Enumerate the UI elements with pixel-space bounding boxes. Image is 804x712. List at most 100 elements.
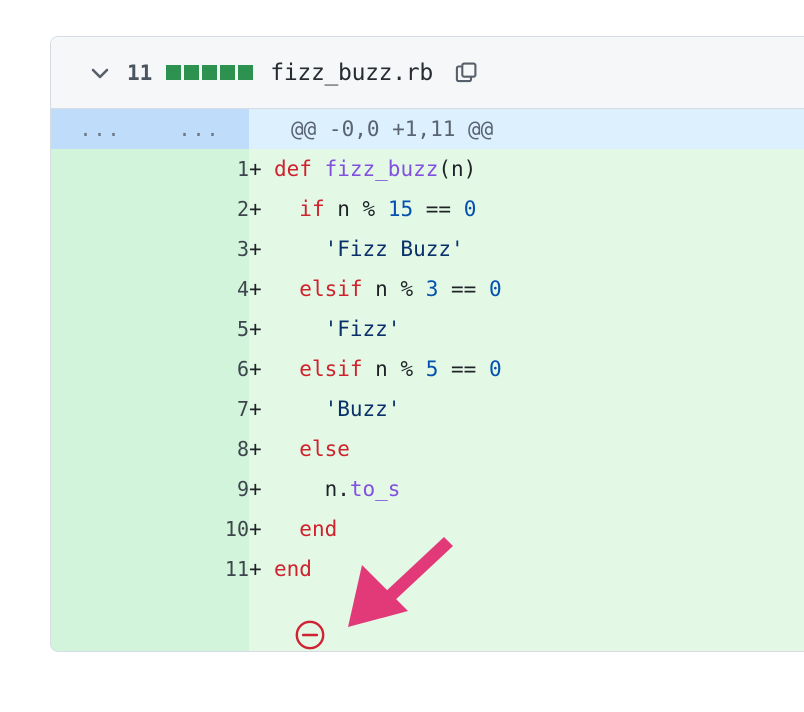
code-token: end	[274, 557, 312, 581]
line-number-old[interactable]	[51, 189, 150, 229]
chevron-down-icon[interactable]	[85, 58, 115, 88]
line-number-new[interactable]: 9	[150, 469, 249, 509]
line-number-new[interactable]: 1	[150, 149, 249, 189]
diff-line-row: 10+ end	[51, 509, 804, 549]
code-token: 0	[463, 197, 477, 221]
code-token: 15	[387, 197, 414, 221]
trailing-code-cell	[249, 589, 804, 651]
code-token: (n)	[438, 157, 477, 181]
line-number-new[interactable]: 11	[150, 549, 249, 589]
code-token: to_s	[349, 477, 401, 501]
diff-line-row: 8+ else	[51, 429, 804, 469]
diff-marker: +	[249, 157, 262, 181]
line-number-old[interactable]	[51, 149, 150, 189]
line-number-new[interactable]: 2	[150, 189, 249, 229]
line-number-old[interactable]	[51, 309, 150, 349]
diff-table-body: ... ... @@ -0,0 +1,11 @@	[51, 109, 804, 149]
code-token: 'Buzz'	[324, 397, 401, 421]
code-cell[interactable]: + if n % 15 == 0	[249, 189, 804, 229]
code-token: n %	[362, 357, 426, 381]
line-number-new[interactable]: 4	[150, 269, 249, 309]
diff-marker: +	[249, 557, 262, 581]
code-cell[interactable]: + elsif n % 5 == 0	[249, 349, 804, 389]
line-number-old[interactable]	[51, 269, 150, 309]
code-cell[interactable]: + n.to_s	[249, 469, 804, 509]
code-token: end	[299, 517, 338, 541]
trailing-gutter-new	[150, 589, 249, 651]
code-token: elsif	[299, 277, 363, 301]
hunk-gutter-new[interactable]: ...	[150, 109, 249, 149]
diffstat-block	[166, 65, 182, 80]
line-number-new[interactable]: 5	[150, 309, 249, 349]
line-number-old[interactable]	[51, 469, 150, 509]
diff-marker: +	[249, 397, 262, 421]
line-number-new[interactable]: 7	[150, 389, 249, 429]
diff-table: ... ... @@ -0,0 +1,11 @@ 1+def fizz_buzz…	[51, 109, 804, 651]
line-number-old[interactable]	[51, 509, 150, 549]
diff-line-row: 5+ 'Fizz'	[51, 309, 804, 349]
diff-line-row: 4+ elsif n % 3 == 0	[51, 269, 804, 309]
diff-file-card: 11 fizz_buzz.rb ... ...	[50, 36, 804, 652]
diff-line-row: 3+ 'Fizz Buzz'	[51, 229, 804, 269]
code-token: def	[274, 157, 312, 181]
code-token	[312, 157, 325, 181]
copy-icon[interactable]	[449, 56, 483, 90]
code-cell[interactable]: + else	[249, 429, 804, 469]
line-number-old[interactable]	[51, 349, 150, 389]
code-token: n.	[324, 477, 350, 501]
diff-marker: +	[249, 197, 262, 221]
code-cell[interactable]: + 'Buzz'	[249, 389, 804, 429]
diff-marker: +	[249, 317, 262, 341]
hunk-header-row: ... ... @@ -0,0 +1,11 @@	[51, 109, 804, 149]
line-number-new[interactable]: 6	[150, 349, 249, 389]
diffstat-block	[220, 65, 236, 80]
diffstat-block	[238, 65, 254, 80]
diff-line-row: 11+ end	[51, 549, 804, 589]
addition-count: 11	[127, 60, 153, 85]
diff-marker: +	[249, 357, 262, 381]
code-token: elsif	[299, 357, 363, 381]
code-cell[interactable]: + end	[249, 549, 804, 589]
code-token: 'Fizz Buzz'	[324, 237, 464, 261]
code-token: 'Fizz'	[324, 317, 401, 341]
diff-file-header: 11 fizz_buzz.rb	[51, 37, 804, 109]
code-cell[interactable]: + end	[249, 509, 804, 549]
code-token: 3	[425, 277, 439, 301]
diffstat-block	[202, 65, 218, 80]
code-token: 0	[488, 357, 502, 381]
diff-marker: +	[249, 277, 262, 301]
line-number-new[interactable]: 3	[150, 229, 249, 269]
code-cell[interactable]: + 'Fizz'	[249, 309, 804, 349]
code-token: ==	[438, 357, 489, 381]
line-number-old[interactable]	[51, 229, 150, 269]
diff-line-row: 9+ n.to_s	[51, 469, 804, 509]
code-token: ==	[413, 197, 464, 221]
file-name[interactable]: fizz_buzz.rb	[270, 59, 433, 86]
code-token: if	[299, 197, 325, 221]
diff-line-row: 2+ if n % 15 == 0	[51, 189, 804, 229]
code-token: n %	[362, 277, 426, 301]
code-cell[interactable]: + def fizz_buzz(n)	[249, 149, 804, 189]
diffstat-blocks	[166, 65, 254, 80]
diff-line-row: 6+ elsif n % 5 == 0	[51, 349, 804, 389]
code-token: 5	[425, 357, 439, 381]
line-number-old[interactable]	[51, 429, 150, 469]
minus-circle-icon[interactable]	[294, 619, 326, 651]
code-cell[interactable]: + elsif n % 3 == 0	[249, 269, 804, 309]
trailing-gutter-old	[51, 589, 150, 651]
line-number-old[interactable]	[51, 549, 150, 589]
line-number-new[interactable]: 8	[150, 429, 249, 469]
code-token: else	[299, 437, 350, 461]
code-token: fizz_buzz	[324, 157, 439, 181]
diff-trailing-row	[51, 589, 804, 651]
hunk-header-text: @@ -0,0 +1,11 @@	[249, 109, 804, 149]
line-number-new[interactable]: 10	[150, 509, 249, 549]
diff-marker: +	[249, 437, 262, 461]
line-number-old[interactable]	[51, 389, 150, 429]
diff-line-row: 1+ def fizz_buzz(n)	[51, 149, 804, 189]
hunk-gutter-old[interactable]: ...	[51, 109, 150, 149]
code-cell[interactable]: + 'Fizz Buzz'	[249, 229, 804, 269]
diff-line-row: 7+ 'Buzz'	[51, 389, 804, 429]
